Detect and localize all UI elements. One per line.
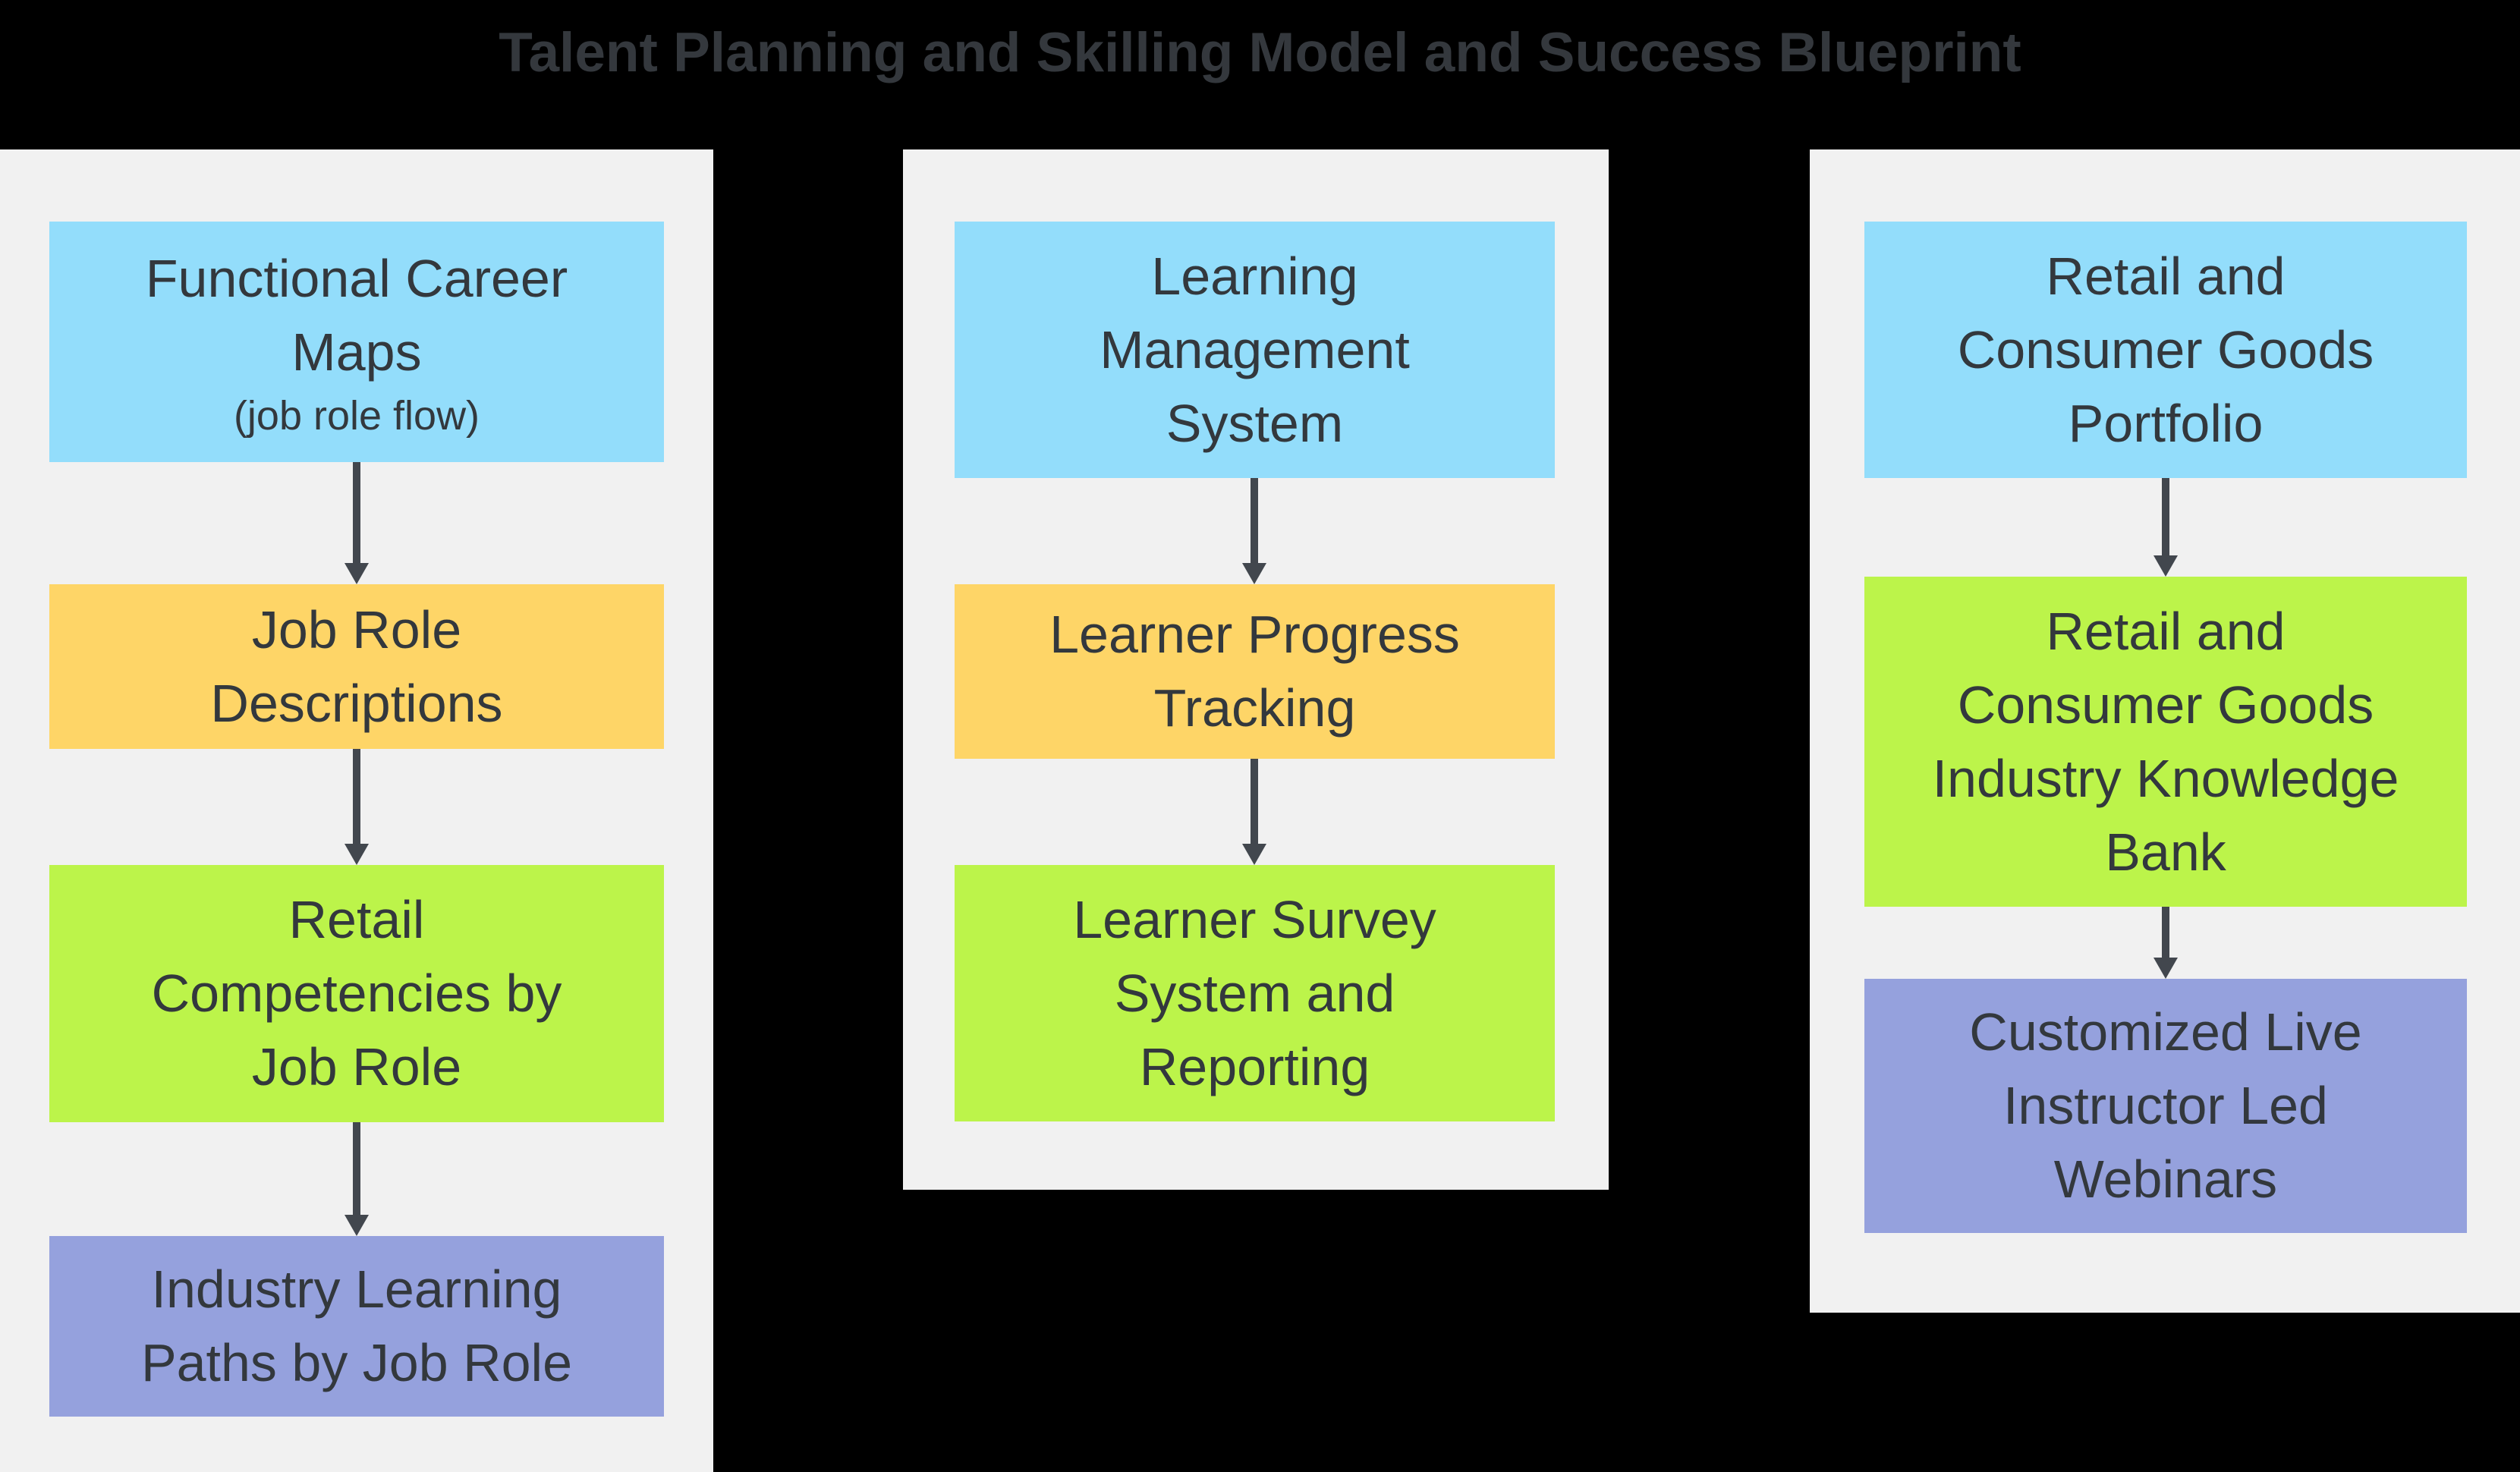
node-label: Learner Progress Tracking [1049,605,1460,738]
node-label: Job Role Descriptions [210,599,503,733]
arrow-down-icon [344,749,369,865]
node-learner-progress-tracking: Learner Progress Tracking [955,584,1555,759]
arrow-down-icon [1242,478,1266,584]
arrow-down-icon [2153,478,2178,577]
arrow-down-icon [344,1122,369,1236]
arrow-down-icon [2153,907,2178,979]
column-panel-right: Retail and Consumer Goods Portfolio Reta… [1810,149,2520,1313]
node-retail-consumer-goods-portfolio: Retail and Consumer Goods Portfolio [1864,222,2467,478]
column-panel-left: Functional Career Maps (job role flow) J… [0,149,713,1472]
node-learner-survey-system: Learner Survey System and Reporting [955,865,1555,1121]
arrow-head [344,1215,369,1236]
node-job-role-descriptions: Job Role Descriptions [49,584,664,749]
arrow-shaft [1251,478,1258,563]
node-label: Customized Live Instructor Led Webinars [1969,1002,2362,1209]
arrow-down-icon [1242,759,1266,865]
node-label: Learner Survey System and Reporting [1073,889,1436,1096]
arrow-head [2153,555,2178,577]
node-industry-knowledge-bank: Retail and Consumer Goods Industry Knowl… [1864,577,2467,907]
arrow-head [2153,958,2178,979]
node-retail-competencies-by-job-role: Retail Competencies by Job Role [49,865,664,1122]
arrow-shaft [353,462,360,563]
arrow-head [1242,844,1266,865]
arrow-shaft [353,749,360,844]
arrow-head [344,844,369,865]
node-customized-live-webinars: Customized Live Instructor Led Webinars [1864,979,2467,1233]
arrow-shaft [2162,907,2169,958]
node-label: Industry Learning Paths by Job Role [140,1260,573,1392]
arrow-head [1242,563,1266,584]
node-sublabel: (job role flow) [233,392,480,439]
node-learning-management-system: Learning Management System [955,222,1555,478]
arrow-down-icon [344,462,369,584]
node-functional-career-maps: Functional Career Maps (job role flow) [49,222,664,462]
arrow-shaft [2162,478,2169,555]
node-label: Retail and Consumer Goods Portfolio [1957,246,2374,453]
node-label: Learning Management System [1100,246,1410,453]
node-label: Retail and Consumer Goods Industry Knowl… [1932,601,2399,882]
arrow-shaft [353,1122,360,1215]
arrow-shaft [1251,759,1258,844]
node-industry-learning-paths: Industry Learning Paths by Job Role [49,1236,664,1417]
column-panel-middle: Learning Management System Learner Progr… [903,149,1609,1190]
arrow-head [344,563,369,584]
diagram-title: Talent Planning and Skilling Model and S… [499,22,2021,83]
node-label: Functional Career Maps [145,248,568,382]
node-label: Retail Competencies by Job Role [151,890,562,1096]
